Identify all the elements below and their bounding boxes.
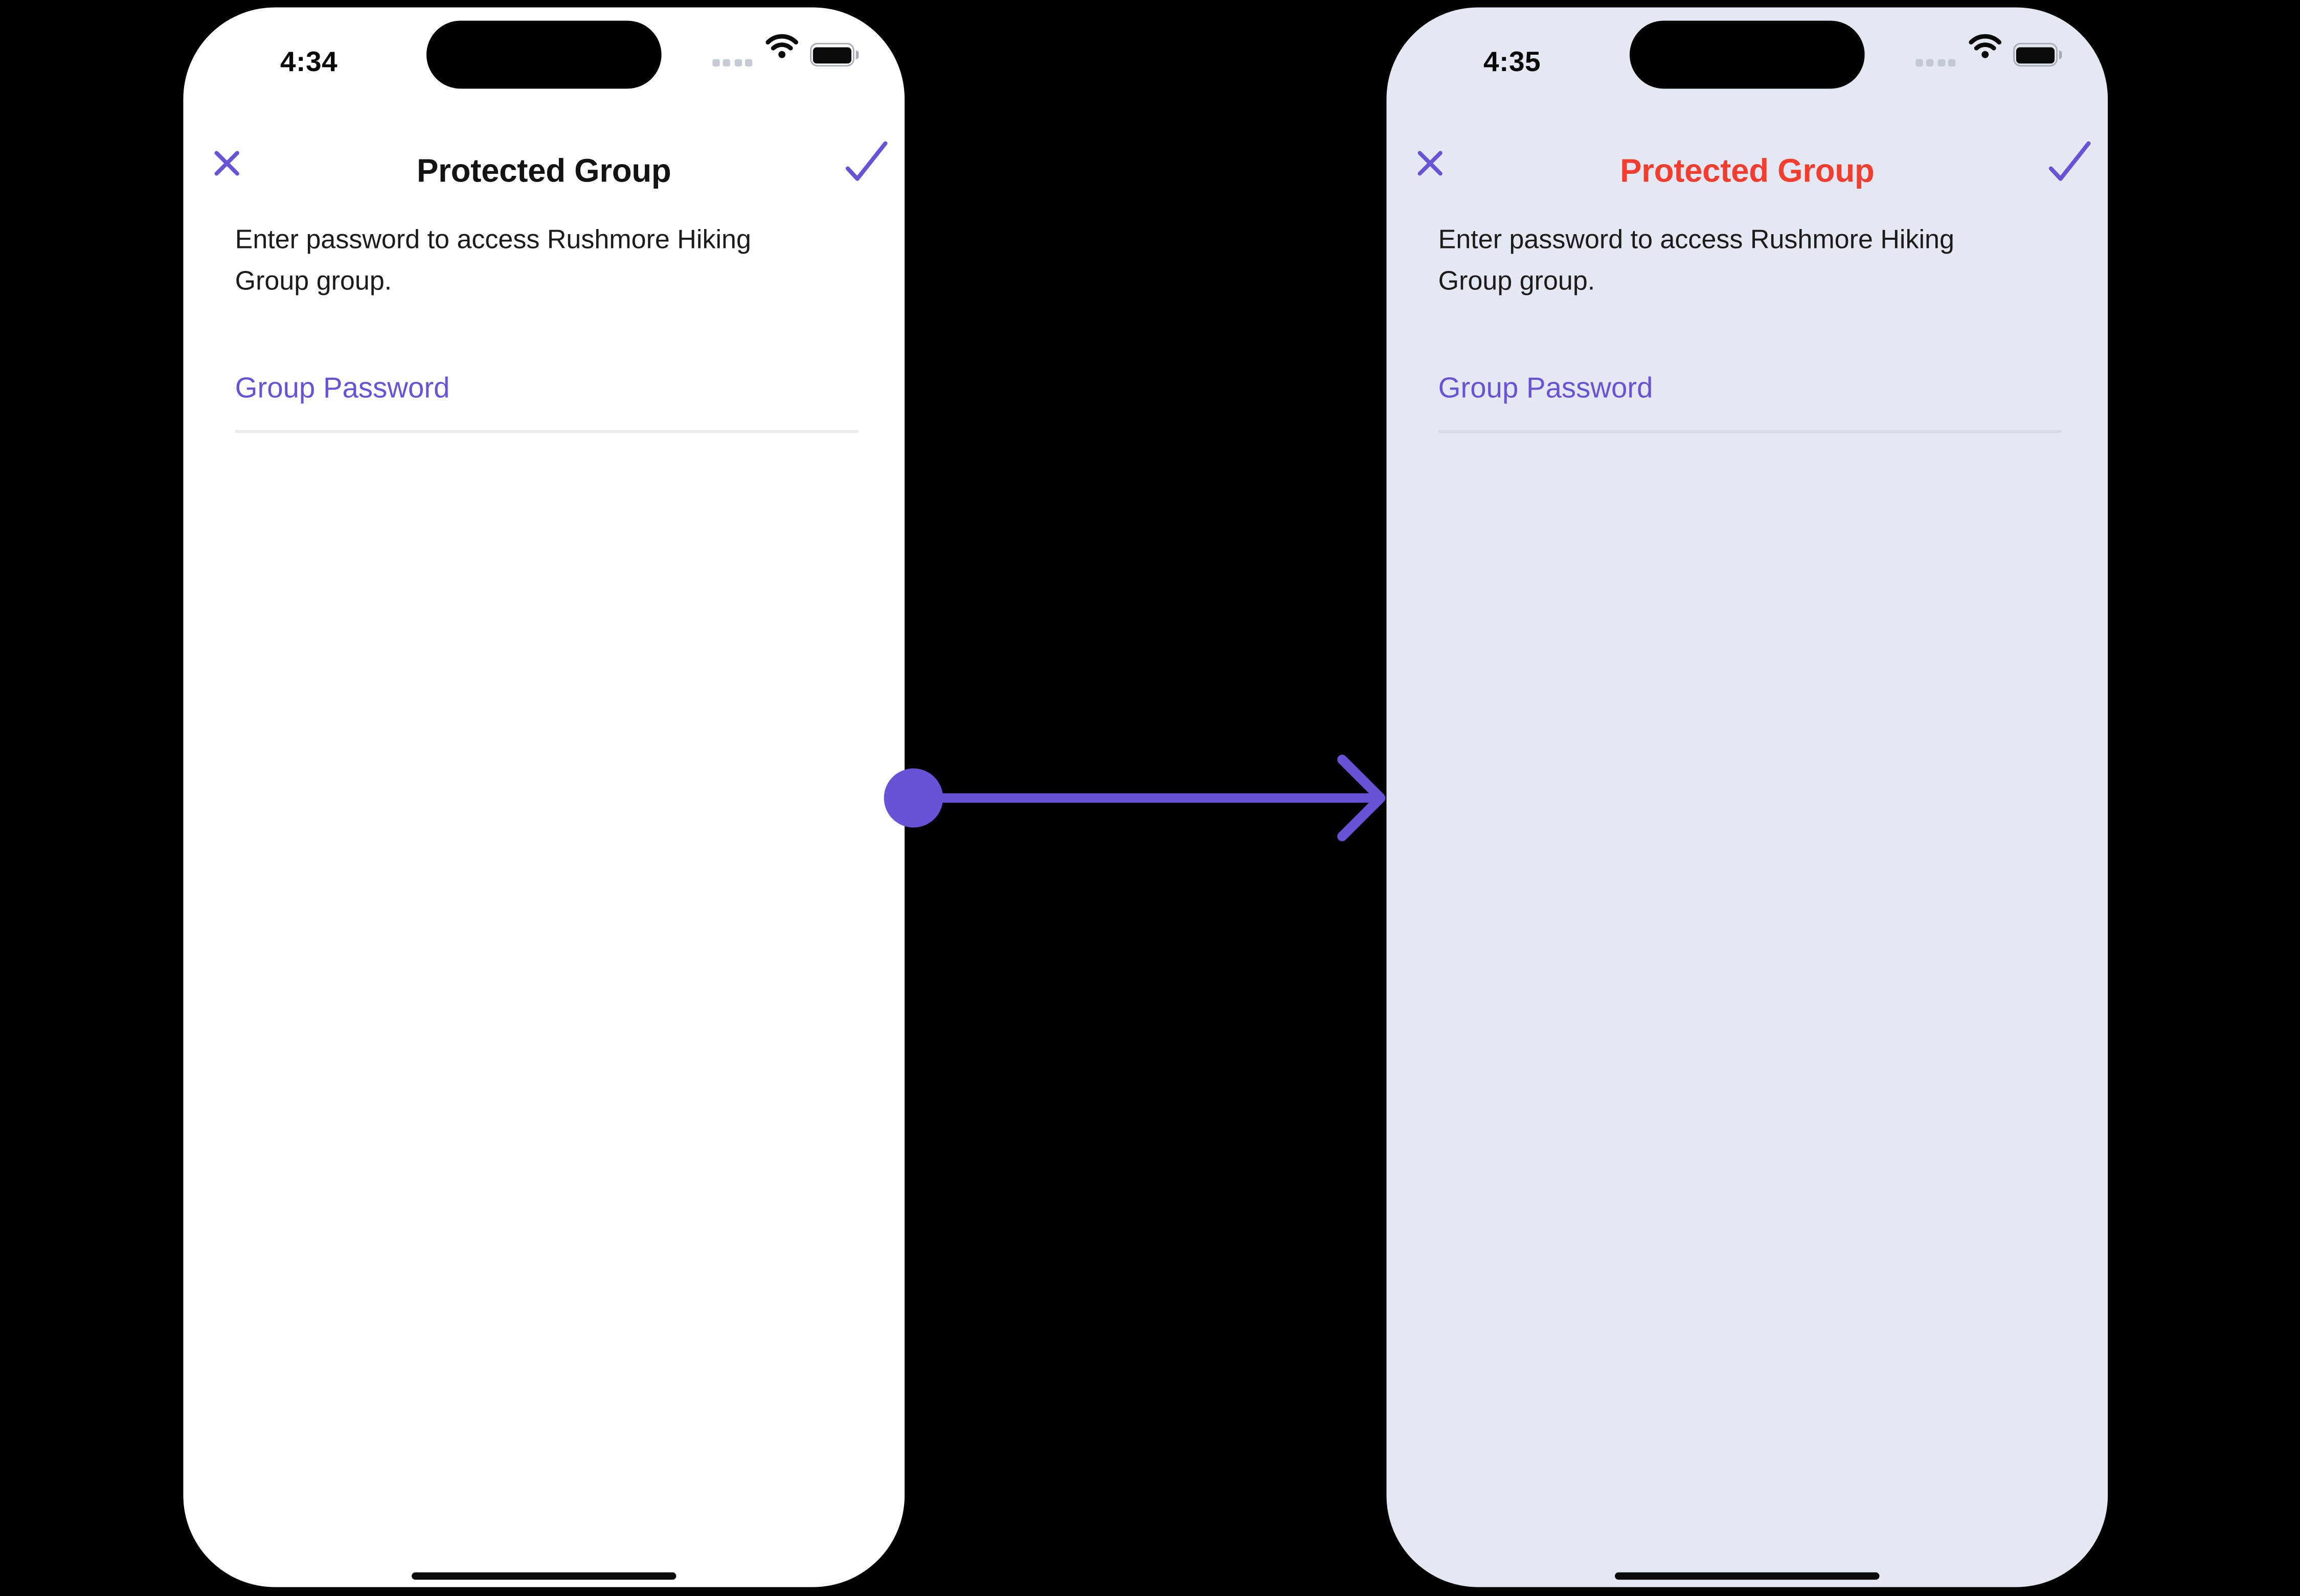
group-password-label: Group Password <box>1438 372 1653 405</box>
confirm-check-icon[interactable] <box>2046 134 2093 188</box>
page-title: Protected Group <box>1620 152 1875 190</box>
cellular-signal-dots-icon <box>712 59 753 67</box>
group-password-field[interactable]: Group Password <box>1438 362 2062 433</box>
wifi-icon <box>1968 34 2001 66</box>
home-indicator[interactable] <box>412 1571 677 1580</box>
page-title: Protected Group <box>417 152 671 190</box>
status-time: 4:34 <box>280 47 338 79</box>
close-icon[interactable] <box>213 149 241 177</box>
group-password-label: Group Password <box>235 372 450 405</box>
home-indicator[interactable] <box>1615 1571 1880 1580</box>
status-time: 4:35 <box>1483 47 1541 79</box>
description-text: Enter password to access Rushmore Hiking… <box>235 224 751 295</box>
dynamic-island <box>426 20 662 89</box>
close-icon[interactable] <box>1416 149 1444 177</box>
dynamic-island <box>1629 20 1865 89</box>
battery-icon <box>2013 43 2063 67</box>
cellular-signal-dots-icon <box>1915 59 1956 67</box>
phone-before: 4:34 Protected Group <box>183 7 905 1587</box>
field-underline <box>1438 430 2062 433</box>
description-text: Enter password to access Rushmore Hiking… <box>1438 224 1954 295</box>
status-icons <box>712 34 860 67</box>
transition-arrow <box>884 755 1386 841</box>
phone-after: 4:35 Protected Group <box>1386 7 2108 1587</box>
group-password-field[interactable]: Group Password <box>235 362 859 433</box>
field-underline <box>235 430 859 433</box>
wifi-icon <box>764 34 798 66</box>
battery-icon <box>810 43 860 67</box>
status-icons <box>1915 34 2063 67</box>
confirm-check-icon[interactable] <box>843 134 890 188</box>
